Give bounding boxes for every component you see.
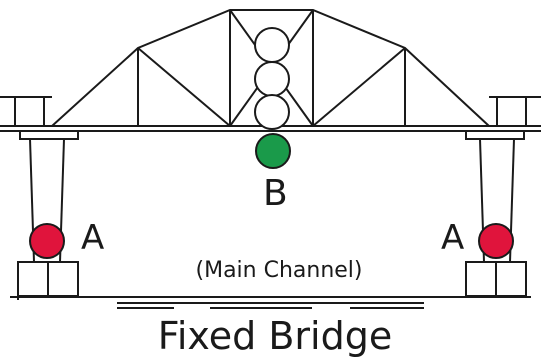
caption: Fixed Bridge (158, 314, 392, 358)
bridge-truss (51, 9, 490, 127)
label-a-left: A (81, 218, 104, 258)
label-a-right: A (441, 218, 464, 258)
right-pier (465, 130, 527, 297)
label-b: B (263, 173, 288, 214)
unlit-light-middle (254, 61, 290, 97)
channel-bed (10, 296, 531, 309)
channel-label: (Main Channel) (196, 258, 363, 283)
green-light-b (255, 133, 291, 169)
red-light-a-left (29, 223, 65, 259)
red-light-a-right (478, 223, 514, 259)
left-pier (17, 130, 79, 300)
unlit-light-top (254, 27, 290, 63)
unlit-light-bottom (254, 94, 290, 130)
